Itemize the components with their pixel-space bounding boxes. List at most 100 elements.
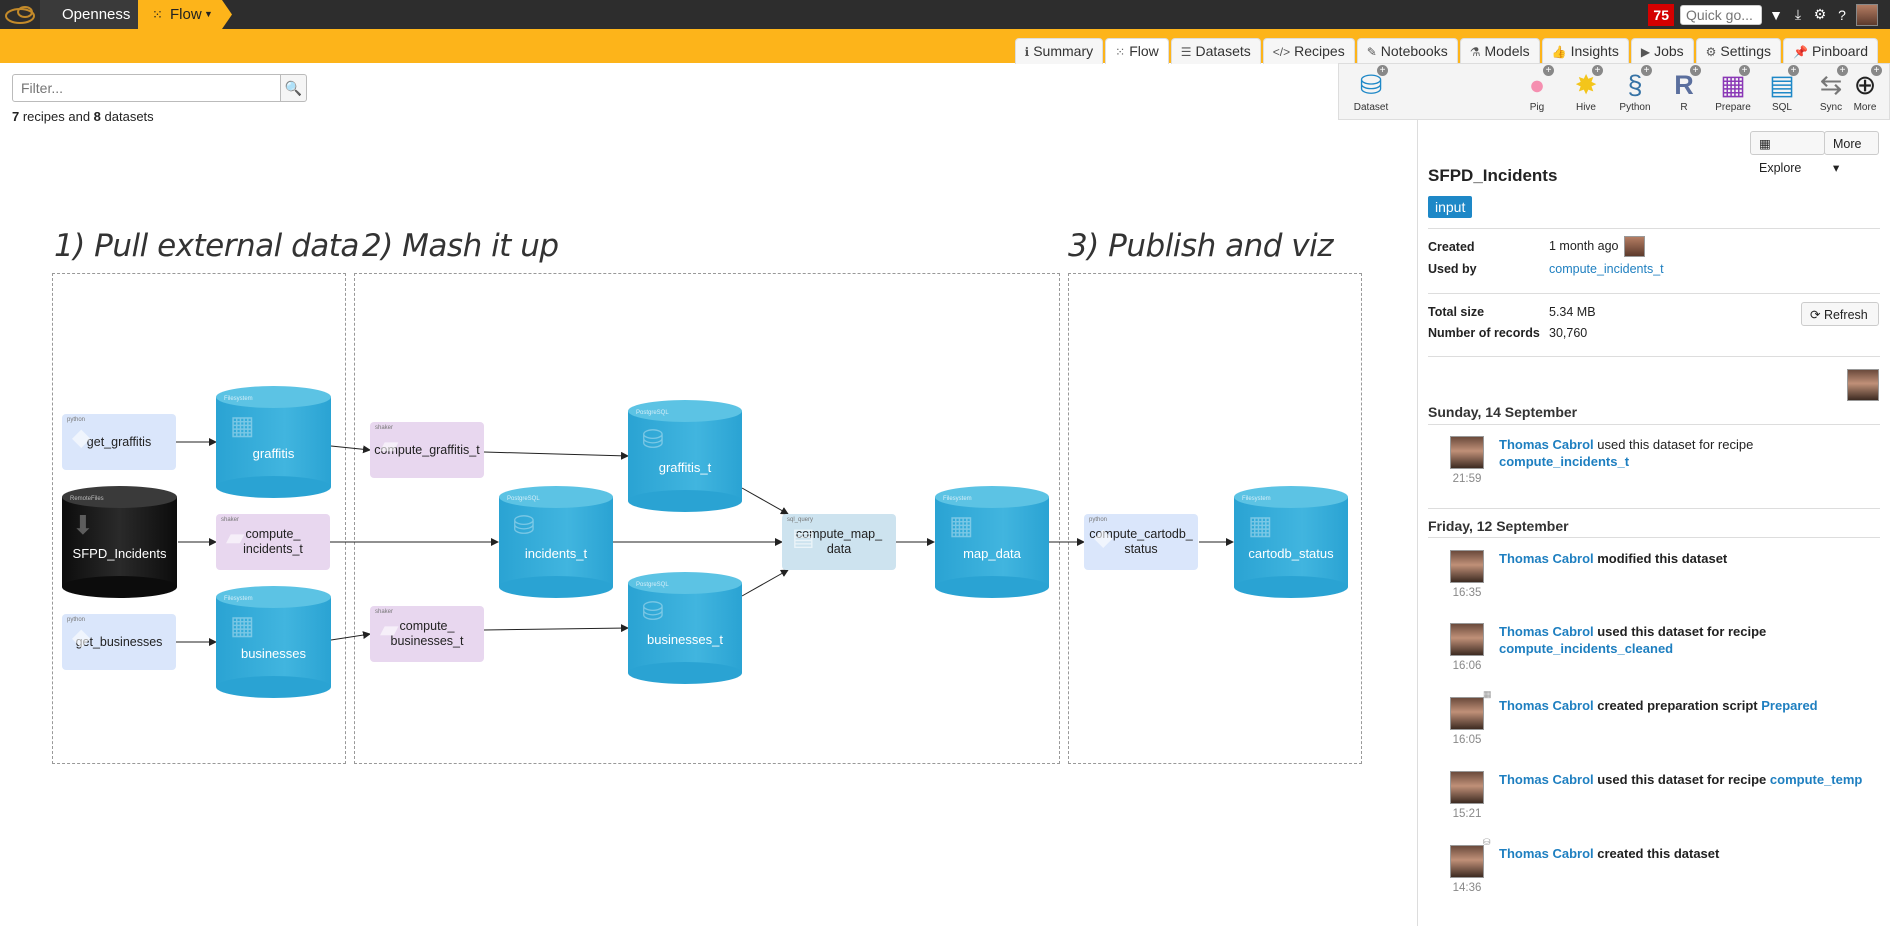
flow-filter-input[interactable] bbox=[12, 74, 281, 102]
recipe-compute-incidents-t[interactable]: shaker▰compute_ incidents_t bbox=[216, 514, 330, 570]
user-link[interactable]: Thomas Cabrol bbox=[1499, 437, 1594, 452]
hive-icon: ✸ bbox=[1574, 70, 1598, 100]
user-avatar[interactable] bbox=[1856, 3, 1878, 26]
tab-label: Insights bbox=[1570, 43, 1619, 59]
event-action: created preparation script bbox=[1593, 698, 1762, 713]
usedby-link[interactable]: compute_incidents_t bbox=[1549, 262, 1664, 276]
new-pig-recipe-button[interactable]: ●+Pig bbox=[1514, 65, 1560, 113]
timeline-event: 16:06 Thomas Cabrol used this dataset fo… bbox=[1450, 623, 1870, 673]
prepare-icon: ▰ bbox=[226, 524, 245, 551]
dataset-graffitis[interactable]: Filesystem▦graffitis bbox=[216, 386, 331, 498]
recipe-get-graffitis[interactable]: python◆get_graffitis bbox=[62, 414, 176, 470]
recipe-label: get_businesses bbox=[75, 634, 163, 649]
tab-settings[interactable]: ⚙Settings bbox=[1695, 38, 1781, 64]
dataset-label: graffitis_t bbox=[658, 460, 712, 475]
user-link[interactable]: Thomas Cabrol bbox=[1499, 698, 1594, 713]
new-dataset-button[interactable]: ⛁+Dataset bbox=[1348, 65, 1394, 113]
tool-label: Dataset bbox=[1353, 102, 1389, 113]
new-sync-recipe-button[interactable]: ⇆+Sync bbox=[1808, 65, 1854, 113]
recipe-compute-businesses-t[interactable]: shaker▰compute_ businesses_t bbox=[370, 606, 484, 662]
script-link[interactable]: Prepared bbox=[1761, 698, 1818, 713]
plus-icon: + bbox=[1377, 65, 1388, 76]
tab-flow[interactable]: ⁙Flow bbox=[1105, 38, 1169, 64]
filter-icon[interactable]: ▼ bbox=[1769, 6, 1783, 23]
recipe-type-tag: sql_query bbox=[787, 517, 814, 523]
event-time: 15:21 bbox=[1452, 808, 1482, 820]
python-icon: ◆ bbox=[72, 624, 91, 651]
count-text: recipes and bbox=[19, 109, 94, 124]
flow-counts: 7 recipes and 8 datasets bbox=[12, 109, 154, 124]
recipe-get-businesses[interactable]: python◆get_businesses bbox=[62, 614, 176, 670]
new-prepare-recipe-button[interactable]: ▦+Prepare bbox=[1710, 65, 1756, 113]
user-link[interactable]: Thomas Cabrol bbox=[1499, 772, 1594, 787]
tab-recipes[interactable]: </>Recipes bbox=[1262, 38, 1355, 64]
more-button[interactable]: More ▾ bbox=[1824, 131, 1879, 175]
user-avatar[interactable] bbox=[1450, 697, 1484, 730]
recipe-link[interactable]: compute_temp bbox=[1769, 772, 1863, 787]
more-recipes-button[interactable]: ⊕+More bbox=[1842, 65, 1888, 113]
tab-label: Models bbox=[1484, 43, 1530, 59]
recipe-compute-cartodb-status[interactable]: python◆compute_cartodb_ status bbox=[1084, 514, 1198, 570]
user-avatar[interactable] bbox=[1450, 845, 1484, 878]
user-avatar[interactable] bbox=[1450, 771, 1484, 804]
dataset-map-data[interactable]: Filesystem▦map_data bbox=[935, 486, 1049, 598]
user-link[interactable]: Thomas Cabrol bbox=[1499, 846, 1594, 861]
dataset-sfpd-incidents[interactable]: RemoteFiles⬇SFPD_Incidents bbox=[62, 486, 177, 598]
quick-go-input[interactable] bbox=[1680, 4, 1762, 25]
event-action: created this dataset bbox=[1593, 846, 1720, 861]
new-hive-recipe-button[interactable]: ✸+Hive bbox=[1563, 65, 1609, 113]
tool-label: Sync bbox=[1819, 102, 1843, 113]
button-label: Explore bbox=[1759, 161, 1802, 175]
recipe-label: compute_map_ data bbox=[795, 527, 883, 556]
notification-badge[interactable]: 75 bbox=[1648, 3, 1674, 26]
tab-insights[interactable]: 👍Insights bbox=[1541, 38, 1629, 64]
flow-edges bbox=[176, 438, 1234, 646]
timeline-event: 15:21 Thomas Cabrol used this dataset fo… bbox=[1450, 771, 1870, 821]
tab-pinboard[interactable]: 📌Pinboard bbox=[1783, 38, 1878, 64]
dataset-cartodb-status[interactable]: Filesystem▦cartodb_status bbox=[1234, 486, 1348, 598]
new-sql-recipe-button[interactable]: ▤+SQL bbox=[1759, 65, 1805, 113]
refresh-button[interactable]: ⟳ Refresh bbox=[1801, 302, 1879, 326]
dss-logo-icon[interactable] bbox=[0, 0, 42, 29]
tab-notebooks[interactable]: ✎Notebooks bbox=[1356, 38, 1458, 64]
timeline-event: 16:35 Thomas Cabrol modified this datase… bbox=[1450, 550, 1870, 600]
user-avatar[interactable] bbox=[1450, 550, 1484, 583]
dataset-graffitis-t[interactable]: PostgreSQL⛁graffitis_t bbox=[628, 400, 742, 512]
creator-avatar[interactable] bbox=[1624, 236, 1645, 257]
dataset-businesses-t[interactable]: PostgreSQL⛁businesses_t bbox=[628, 572, 742, 684]
help-icon[interactable]: ? bbox=[1838, 6, 1846, 23]
dataset-businesses[interactable]: Filesystem▦businesses bbox=[216, 586, 331, 698]
dataset-type-tag: Filesystem bbox=[943, 496, 972, 502]
recipe-type-tag: shaker bbox=[375, 609, 394, 615]
breadcrumb-project[interactable]: Openness bbox=[40, 0, 140, 29]
tab-jobs[interactable]: ▶Jobs bbox=[1630, 38, 1694, 64]
user-link[interactable]: Thomas Cabrol bbox=[1499, 551, 1594, 566]
recipe-compute-map-data[interactable]: sql_query▤compute_map_ data bbox=[782, 514, 896, 570]
tool-label: Hive bbox=[1575, 102, 1596, 113]
watcher-avatar[interactable] bbox=[1847, 369, 1879, 401]
user-link[interactable]: Thomas Cabrol bbox=[1499, 624, 1594, 639]
explore-button[interactable]: ▦ Explore bbox=[1750, 131, 1825, 175]
breadcrumb-flow[interactable]: ⁙ Flow ▼ bbox=[138, 0, 222, 29]
count-text: datasets bbox=[100, 109, 154, 124]
tab-models[interactable]: ⚗Models bbox=[1459, 38, 1540, 64]
recipe-link[interactable]: compute_incidents_cleaned bbox=[1499, 641, 1674, 656]
edge bbox=[741, 569, 789, 597]
search-button[interactable]: 🔍 bbox=[280, 74, 307, 102]
dataset-label: cartodb_status bbox=[1248, 546, 1334, 561]
user-avatar[interactable] bbox=[1450, 436, 1484, 469]
recipe-label: compute_ incidents_t bbox=[243, 527, 303, 556]
download-icon[interactable]: ⤓ bbox=[1794, 6, 1802, 22]
gear-icon[interactable]: ⚙ bbox=[1813, 6, 1827, 22]
user-avatar[interactable] bbox=[1450, 623, 1484, 656]
new-python-recipe-button[interactable]: §+Python bbox=[1612, 65, 1658, 113]
new-r-recipe-button[interactable]: R+R bbox=[1661, 65, 1707, 113]
dataset-label: graffitis bbox=[252, 446, 295, 461]
recipe-label: compute_cartodb_ status bbox=[1089, 527, 1193, 556]
tab-datasets[interactable]: ☰Datasets bbox=[1170, 38, 1261, 64]
dataset-incidents-t[interactable]: PostgreSQL⛁incidents_t bbox=[499, 486, 613, 598]
recipe-compute-graffitis-t[interactable]: shaker▰compute_graffitis_t bbox=[370, 422, 484, 478]
recipe-link[interactable]: compute_incidents_t bbox=[1499, 454, 1630, 469]
dataset-label: businesses_t bbox=[647, 632, 723, 647]
